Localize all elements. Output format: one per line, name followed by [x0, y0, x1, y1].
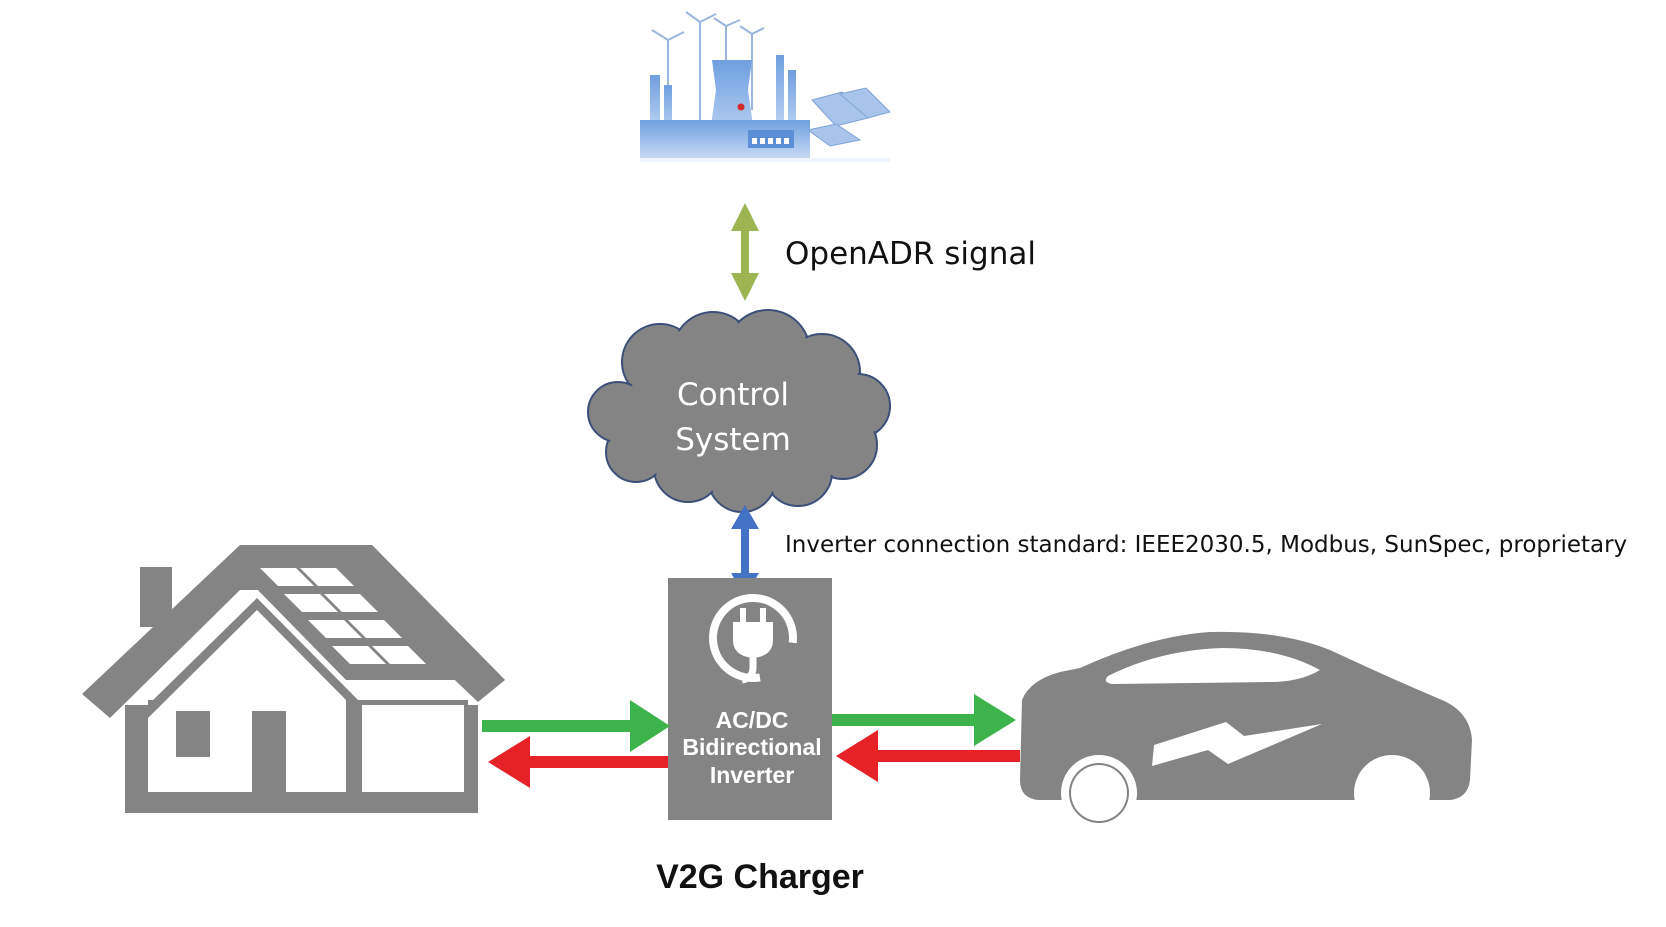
control-system-label-line1: Control	[677, 377, 789, 413]
inverter-to-house-arrow	[488, 736, 668, 788]
inverter-standard-label: Inverter connection standard: IEEE2030.5…	[785, 532, 1627, 558]
lightning-icon	[1152, 722, 1322, 766]
plug-icon	[709, 594, 798, 684]
house-to-inverter-arrow	[482, 700, 670, 752]
inverter-label-line3: Inverter	[710, 762, 794, 788]
inverter-label-line2: Bidirectional	[682, 734, 821, 760]
inverter-label-line1: AC/DC	[716, 707, 789, 733]
v2g-charger-caption: V2G Charger	[656, 858, 864, 896]
solar-panel-icon	[260, 568, 426, 664]
inverter-to-car-arrow	[832, 694, 1016, 746]
house-details	[176, 711, 286, 792]
car-icon	[1020, 631, 1472, 831]
inverter-box	[668, 578, 832, 820]
power-plant-icon	[640, 11, 891, 162]
openadr-arrow	[731, 203, 759, 301]
car-to-inverter-arrow	[836, 730, 1020, 782]
cloud-icon	[587, 309, 891, 513]
openadr-signal-label: OpenADR signal	[785, 236, 1036, 272]
control-system-label-line2: System	[675, 422, 791, 458]
